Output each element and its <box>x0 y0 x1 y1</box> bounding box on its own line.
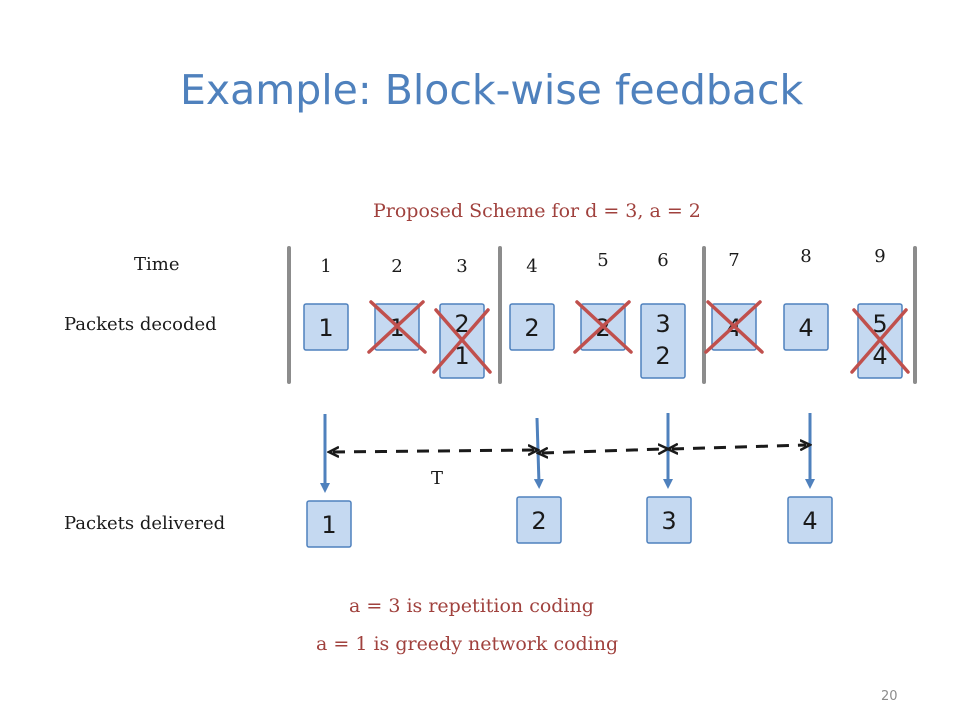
decoded-packet-slot-6-label-2: 2 <box>655 342 670 370</box>
time-tick-7: 7 <box>728 250 740 271</box>
decoded-packet-slot-6-label-1: 3 <box>655 310 670 338</box>
decoded-packet-slot-4: 2 <box>509 303 555 351</box>
block-dividers <box>287 246 917 384</box>
delivered-packet-2: 2 <box>516 496 562 544</box>
decoded-row-label: Packets decoded <box>64 314 217 335</box>
decoded-packet-slot-8-box <box>783 303 829 351</box>
decoded-packet-slot-6-box <box>640 303 686 379</box>
delivered-packet-1-label-1: 1 <box>321 511 336 539</box>
note-repetition-coding: a = 3 is repetition coding <box>349 595 594 617</box>
time-tick-8: 8 <box>800 246 812 267</box>
decoded-packet-slot-1-label-1: 1 <box>318 314 333 342</box>
time-tick-2: 2 <box>391 256 403 277</box>
decoded-packet-slot-3-erased-mark <box>432 308 492 374</box>
decoded-packet-slot-9-label-1: 5 <box>872 310 887 338</box>
time-tick-1: 1 <box>320 256 332 277</box>
delivered-row-label: Packets delivered <box>64 513 226 534</box>
decoded-packet-slot-2: 1 <box>367 300 427 354</box>
decoded-packet-slot-4-box <box>509 303 555 351</box>
decoded-packets: 112122324454 <box>303 300 910 379</box>
delivered-packet-3-box <box>646 496 692 544</box>
delivered-packet-4: 4 <box>787 496 833 544</box>
delivered-packet-2-box <box>516 496 562 544</box>
time-tick-3: 3 <box>456 256 468 277</box>
interval-arrows <box>333 445 806 453</box>
decoded-packet-slot-9-label-2: 4 <box>872 342 887 370</box>
interval-arrow-1 <box>333 450 534 452</box>
delivery-arrow-2 <box>533 417 544 489</box>
delivered-packet-3-label-1: 3 <box>661 507 676 535</box>
slide-title: Example: Block-wise feedback <box>180 66 804 114</box>
page-number: 20 <box>881 689 898 704</box>
decoded-packet-slot-1: 1 <box>303 303 349 351</box>
decoded-packet-slot-3-label-2: 1 <box>454 342 469 370</box>
delivered-packet-2-label-1: 2 <box>531 507 546 535</box>
time-row-label: Time <box>134 254 180 275</box>
time-tick-9: 9 <box>874 246 886 267</box>
decoded-packet-slot-3-label-1: 2 <box>454 310 469 338</box>
delivered-packet-1-box <box>306 500 352 548</box>
time-tick-6: 6 <box>657 250 669 271</box>
decoded-packet-slot-5: 2 <box>573 300 633 354</box>
delivered-packet-4-label-1: 4 <box>802 507 817 535</box>
decoded-packet-slot-8-label-1: 4 <box>798 314 813 342</box>
delivered-packet-1: 1 <box>306 500 352 548</box>
scheme-subtitle: Proposed Scheme for d = 3, a = 2 <box>373 200 701 222</box>
delivered-packet-4-box <box>787 496 833 544</box>
delivered-packet-3: 3 <box>646 496 692 544</box>
decoded-packet-slot-8: 4 <box>783 303 829 351</box>
decoded-packet-slot-3: 21 <box>432 303 492 379</box>
decoded-packet-slot-4-label-1: 2 <box>524 314 539 342</box>
decoded-packet-slot-1-box <box>303 303 349 351</box>
decoded-packet-slot-9: 54 <box>850 303 910 379</box>
delivered-packets: 1 2 3 4 <box>306 496 833 548</box>
decoded-packet-slot-2-erased-mark <box>367 300 427 354</box>
interval-t-label: T <box>431 468 444 489</box>
interval-arrow-3 <box>672 445 806 449</box>
decoded-packet-slot-5-erased-mark <box>573 300 633 354</box>
interval-arrow-2 <box>542 449 664 453</box>
decoded-packet-slot-9-erased-mark <box>850 308 910 374</box>
time-tick-4: 4 <box>526 256 538 277</box>
time-tick-5: 5 <box>597 250 609 271</box>
decoded-packet-slot-6: 32 <box>640 303 686 379</box>
note-greedy-network-coding: a = 1 is greedy network coding <box>316 633 619 655</box>
decoded-packet-slot-7: 4 <box>704 300 764 354</box>
decoded-packet-slot-7-erased-mark <box>704 300 764 354</box>
